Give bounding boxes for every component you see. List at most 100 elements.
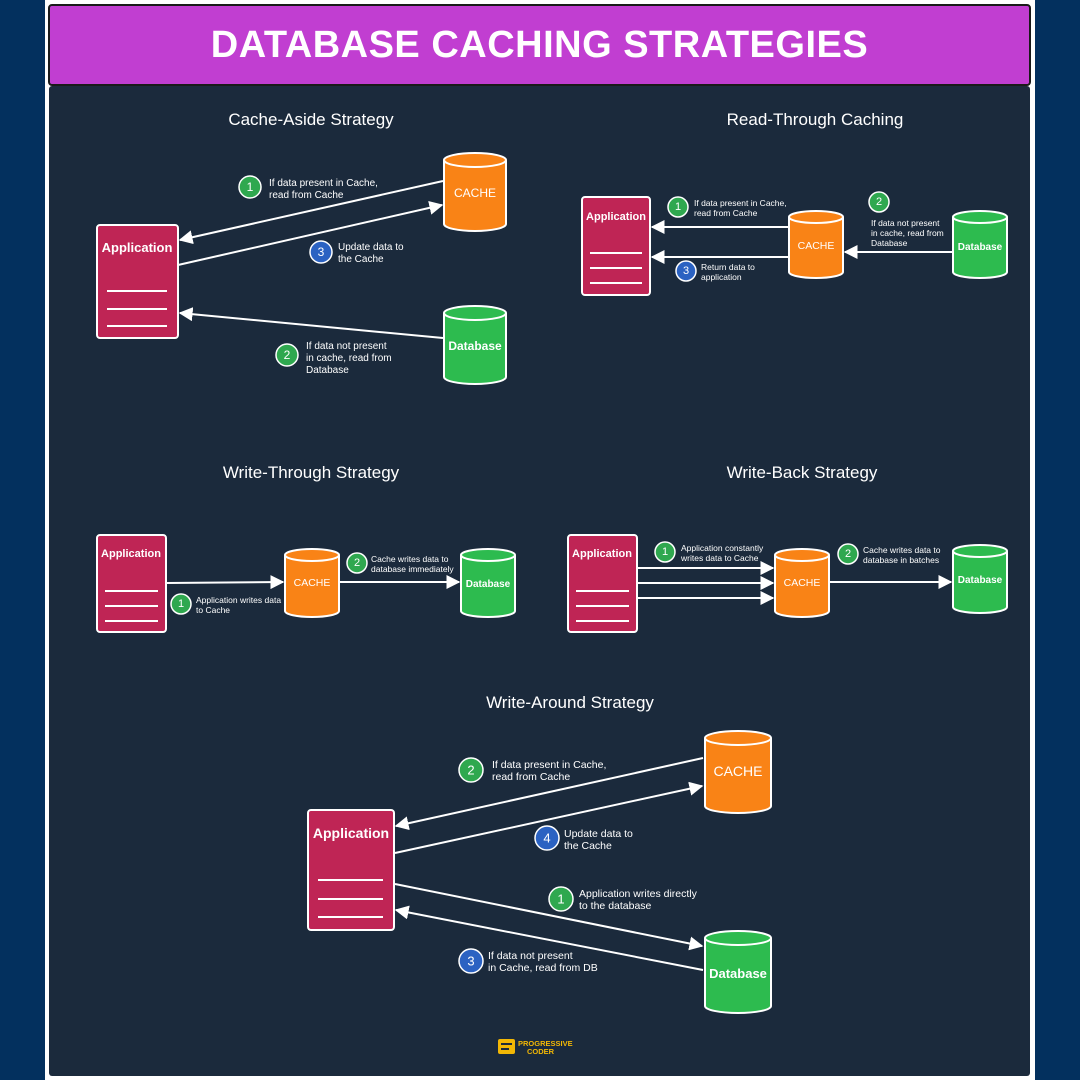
step-1: 1 Application writes data to Cache — [170, 593, 281, 615]
cache-label: CACHE — [784, 577, 821, 589]
step-text: Cache writes data to — [863, 545, 941, 555]
application-node: Application — [96, 534, 167, 633]
section-title: Write-Around Strategy — [486, 693, 654, 712]
step-number: 1 — [557, 892, 564, 907]
arrow-app-to-cache — [177, 200, 444, 266]
step-3: 3 Return data to application — [675, 260, 755, 282]
step-text: If data present in Cache, — [492, 759, 606, 771]
step-number: 2 — [284, 348, 291, 362]
step-1: 1 Application constantly writes data to … — [654, 541, 764, 563]
title-banner: DATABASE CACHING STRATEGIES — [48, 4, 1031, 86]
step-2: 2 If data not present in cache, read fro… — [868, 191, 944, 248]
step-text: in cache, read from — [871, 228, 944, 238]
section-title: Cache-Aside Strategy — [228, 110, 394, 129]
step-2: 2 Cache writes data to database in batch… — [837, 543, 941, 565]
cache-cylinder: CACHE — [284, 548, 340, 618]
section-title: Write-Through Strategy — [223, 463, 400, 482]
step-text: Application writes directly — [579, 888, 698, 900]
step-text: in cache, read from — [306, 353, 392, 364]
step-text: read from Cache — [694, 208, 758, 218]
step-text: read from Cache — [492, 771, 570, 783]
read-through-section: Read-Through Caching Application CACHE D… — [581, 110, 1008, 296]
step-2: 2 Cache writes data to database immediat… — [346, 552, 454, 574]
cache-label: CACHE — [713, 763, 762, 779]
database-label: Database — [958, 575, 1003, 586]
step-text: to the database — [579, 900, 652, 912]
database-cylinder: Database — [443, 305, 507, 385]
logo-icon — [498, 1039, 515, 1054]
application-label: Application — [101, 548, 161, 560]
section-title: Write-Back Strategy — [727, 463, 878, 482]
cache-aside-section: Cache-Aside Strategy Application CACHE D… — [96, 110, 507, 385]
step-text: Return data to — [701, 262, 755, 272]
application-node: Application — [567, 534, 638, 633]
database-cylinder: Database — [460, 548, 516, 618]
cache-cylinder: CACHE — [774, 548, 830, 618]
step-number: 1 — [662, 546, 668, 558]
application-node: Application — [581, 196, 651, 296]
step-text: Database — [306, 365, 349, 376]
application-label: Application — [313, 825, 389, 841]
arrow-cache-to-app — [178, 180, 444, 245]
step-number: 1 — [247, 180, 254, 194]
step-text: Cache writes data to — [371, 554, 449, 564]
cache-cylinder: CACHE — [443, 152, 507, 232]
step-number: 1 — [675, 201, 681, 213]
step-1: 1 If data present in Cache, read from Ca… — [238, 175, 378, 201]
step-number: 2 — [354, 557, 360, 569]
cache-label: CACHE — [798, 240, 835, 252]
cache-label: CACHE — [294, 577, 331, 589]
step-number: 2 — [467, 763, 474, 778]
cache-label: CACHE — [454, 186, 496, 200]
step-text: the Cache — [564, 840, 612, 852]
page-title: DATABASE CACHING STRATEGIES — [210, 23, 869, 66]
write-around-section: Write-Around Strategy Application CACHE … — [307, 693, 772, 1014]
cache-cylinder: CACHE — [704, 730, 772, 814]
step-text: read from Cache — [269, 190, 344, 201]
step-text: writes data to Cache — [680, 553, 759, 563]
database-label: Database — [466, 579, 511, 590]
step-text: If data present in Cache, — [694, 198, 787, 208]
step-4: 4 Update data to the Cache — [534, 825, 633, 852]
step-text: Update data to — [338, 242, 404, 253]
step-1: 1 Application writes directly to the dat… — [548, 886, 698, 912]
logo-text: PROGRESSIVE — [518, 1039, 573, 1048]
arrow-app-to-db — [394, 883, 704, 951]
step-text: to Cache — [196, 605, 230, 615]
step-text: application — [701, 272, 742, 282]
database-label: Database — [448, 339, 502, 353]
step-text: If data not present — [871, 218, 940, 228]
database-cylinder: Database — [704, 930, 772, 1014]
step-3: 3 Update data to the Cache — [309, 240, 404, 265]
database-cylinder: Database — [952, 544, 1008, 614]
step-text: If data not present — [488, 950, 573, 962]
arrow-db-to-app — [178, 307, 444, 339]
arrow-db-to-app — [394, 905, 704, 971]
application-node: Application — [307, 809, 395, 931]
step-number: 2 — [876, 196, 882, 208]
database-cylinder: Database — [952, 210, 1008, 279]
step-text: in Cache, read from DB — [488, 962, 598, 974]
step-number: 3 — [467, 954, 474, 969]
step-number: 4 — [543, 831, 550, 846]
step-text: Database — [871, 238, 908, 248]
step-text: database immediately — [371, 564, 454, 574]
step-text: database in batches — [863, 555, 939, 565]
application-label: Application — [572, 548, 632, 560]
database-label: Database — [709, 966, 767, 981]
step-text: If data not present — [306, 341, 387, 352]
step-2: 2 If data present in Cache, read from Ca… — [458, 757, 606, 783]
write-back-section: Write-Back Strategy Application CACHE Da… — [567, 463, 1008, 633]
logo-text: CODER — [527, 1047, 555, 1056]
arrow-app-to-cache — [394, 781, 704, 854]
arrow-cache-to-app — [394, 757, 704, 831]
step-text: Update data to — [564, 828, 633, 840]
step-number: 3 — [683, 265, 689, 277]
step-number: 3 — [318, 245, 325, 259]
step-text: If data present in Cache, — [269, 178, 378, 189]
step-3: 3 If data not present in Cache, read fro… — [458, 948, 598, 974]
step-1: 1 If data present in Cache, read from Ca… — [667, 196, 787, 218]
section-title: Read-Through Caching — [727, 110, 904, 129]
step-text: Application constantly — [681, 543, 764, 553]
